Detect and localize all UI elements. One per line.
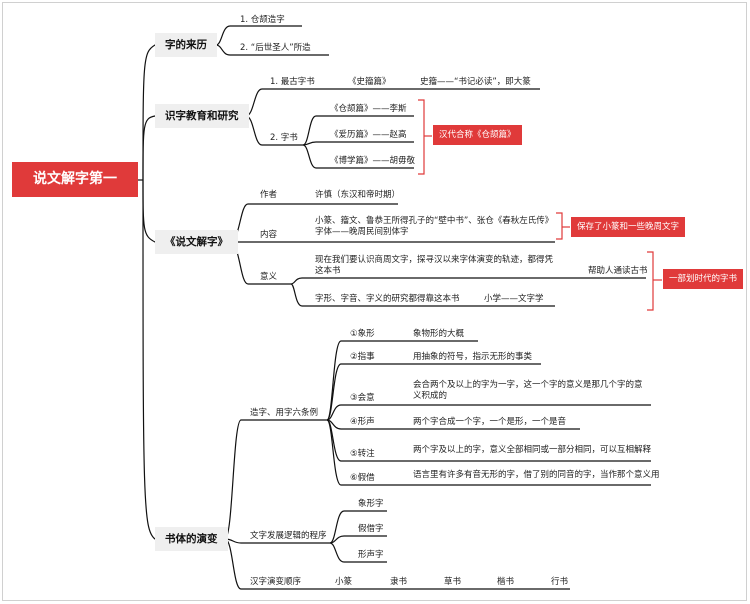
order-item: 草书 [444,577,462,587]
book-cangjie: 《仓颉篇》——李斯 [330,104,407,114]
shizhou-book: 《史籀篇》 [348,77,391,87]
branch-shuowen[interactable]: 《说文解字》 [155,230,238,254]
branch-evolution[interactable]: 书体的演变 [155,527,228,551]
author-value: 许慎（东汉和帝时期） [315,190,401,200]
six-rule-name: ⑥假借 [350,473,375,483]
six-rule-desc: 象物形的大概 [413,329,465,339]
content-text: 小篆、籀文、鲁恭王所得孔子的“壁中书”、张仓《春秋左氏传》字体——晚周民间别体字 [315,216,554,237]
six-rule-desc: 用抽象的符号，指示无形的事类 [413,352,533,362]
branch-education[interactable]: 识字教育和研究 [155,104,249,128]
meaning-text-2b: 小学——文字学 [484,294,544,304]
meaning-text-1b: 帮助人通读古书 [588,266,648,276]
six-rule-desc: 两个字合成一个字，一个是形，一个是音 [413,417,567,427]
meaning-text-1: 现在我们要认识商周文字，探寻汉以来字体演变的轨迹，都得凭这本书 [315,255,554,276]
oldest-dictionary-label: 1. 最古字书 [270,77,315,87]
author-label: 作者 [260,190,278,200]
six-rules-label: 造字、用字六条例 [250,408,319,418]
meaning-text-2: 字形、字音、字义的研究都得靠这本书 [315,294,460,304]
meaning-label: 意义 [260,272,278,282]
shizhou-note: 史籀——“书记必读”，即大篆 [420,77,531,87]
six-rule-name: ②指事 [350,352,375,362]
order-item: 行书 [551,577,569,587]
cangjie-combined-tag[interactable]: 汉代合称《仓颉篇》 [433,125,522,145]
six-rule-desc: 语言里有许多有音无形的字，借了别的同音的字，当作那个意义用 [413,470,660,480]
root-node[interactable]: 说文解字第一 [12,162,138,197]
logic-item: 象形字 [358,499,384,509]
order-item: 小篆 [335,577,353,587]
six-rule-name: ⑤转注 [350,449,375,459]
logic-item: 假借字 [358,524,384,534]
six-rule-desc: 会合两个及以上的字为一字，这一个字的意义是那几个字的意义积成的 [413,380,643,401]
content-label: 内容 [260,230,278,240]
branch-origin[interactable]: 字的来历 [155,33,217,57]
origin-item-1: 1. 仓颉造字 [240,15,285,25]
order-item: 楷书 [497,577,515,587]
origin-item-2: 2. “后世圣人”所造 [240,43,311,53]
epoch-dictionary-tag[interactable]: 一部划时代的字书 [663,269,744,289]
six-rule-name: ④形声 [350,417,375,427]
order-label: 汉字演变顺序 [250,577,302,587]
book-boxue: 《博学篇》——胡毋敬 [330,156,416,166]
six-rule-desc: 两个字及以上的字，意义全部相同或一部分相同，可以互相解释 [413,445,652,455]
preserved-script-tag[interactable]: 保存了小篆和一些晚周文字 [571,217,686,237]
book-aili: 《爱历篇》——赵高 [330,130,407,140]
six-rule-name: ③会意 [350,393,375,403]
dictionary-label: 2. 字书 [270,133,298,143]
logic-label: 文字发展逻辑的程序 [250,531,327,541]
order-item: 隶书 [390,577,408,587]
logic-item: 形声字 [358,550,384,560]
six-rule-name: ①象形 [350,329,375,339]
